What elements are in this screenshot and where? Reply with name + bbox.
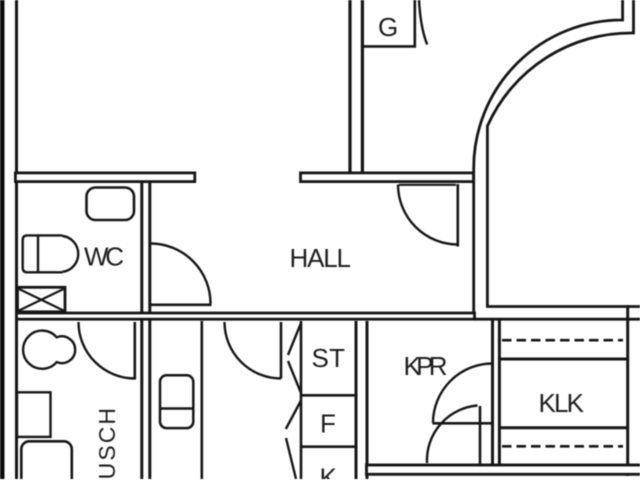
svg-text:ST: ST: [312, 343, 346, 373]
svg-text:KPR: KPR: [404, 351, 448, 381]
svg-text:KLK: KLK: [539, 388, 585, 418]
svg-text:DUSCH: DUSCH: [94, 408, 120, 479]
svg-text:G: G: [378, 12, 398, 42]
svg-text:F: F: [320, 408, 336, 438]
svg-text:WC: WC: [84, 241, 124, 271]
svg-text:HALL: HALL: [290, 243, 352, 273]
svg-text:K: K: [320, 463, 338, 480]
